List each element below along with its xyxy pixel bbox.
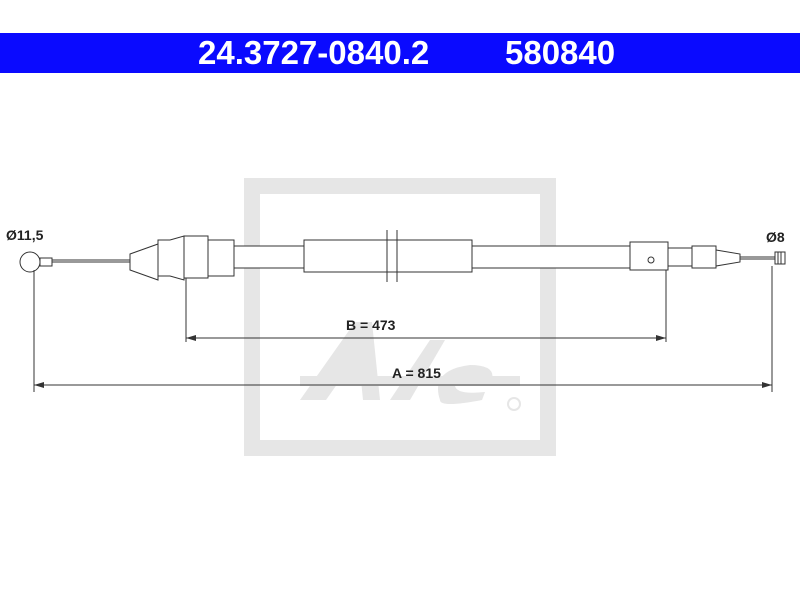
arrow-a-left (34, 382, 44, 388)
right-ferrule (629, 241, 669, 271)
dimension-arrows (34, 335, 772, 388)
right-barrel-end (774, 251, 786, 265)
arrow-b-right (656, 335, 666, 341)
arrow-b-left (186, 335, 196, 341)
left-diameter-label: Ø11,5 (6, 227, 44, 243)
right-cone-fitting (715, 249, 741, 267)
watermark-frame (244, 178, 556, 456)
watermark-letter-a (300, 322, 380, 400)
right-diameter-label: Ø8 (766, 229, 785, 245)
cable-casing-thick (303, 239, 473, 273)
reference-number: 580840 (505, 34, 616, 71)
ate-logo-watermark (244, 178, 556, 456)
right-hex-nut (691, 245, 717, 269)
cable-assembly (19, 230, 786, 282)
header-bar: 24.3727-0840.2 580840 (0, 33, 800, 73)
dimension-a-label: A = 815 (392, 365, 441, 381)
left-hex-nut (183, 235, 209, 279)
right-sleeve (667, 247, 693, 267)
left-crimp (39, 257, 53, 267)
left-cone-fitting (129, 243, 159, 281)
part-number: 24.3727-0840.2 (198, 34, 430, 71)
left-ferrule (207, 239, 235, 277)
watermark-registered-mark (507, 397, 521, 411)
left-ball-end (19, 251, 41, 273)
left-collar (169, 235, 185, 281)
cable-casing-right (471, 245, 631, 269)
right-pin-hole (647, 256, 655, 264)
cable-casing-left (233, 245, 305, 269)
arrow-a-right (762, 382, 772, 388)
dimension-lines (33, 266, 773, 392)
dimension-b-label: B = 473 (346, 317, 396, 333)
